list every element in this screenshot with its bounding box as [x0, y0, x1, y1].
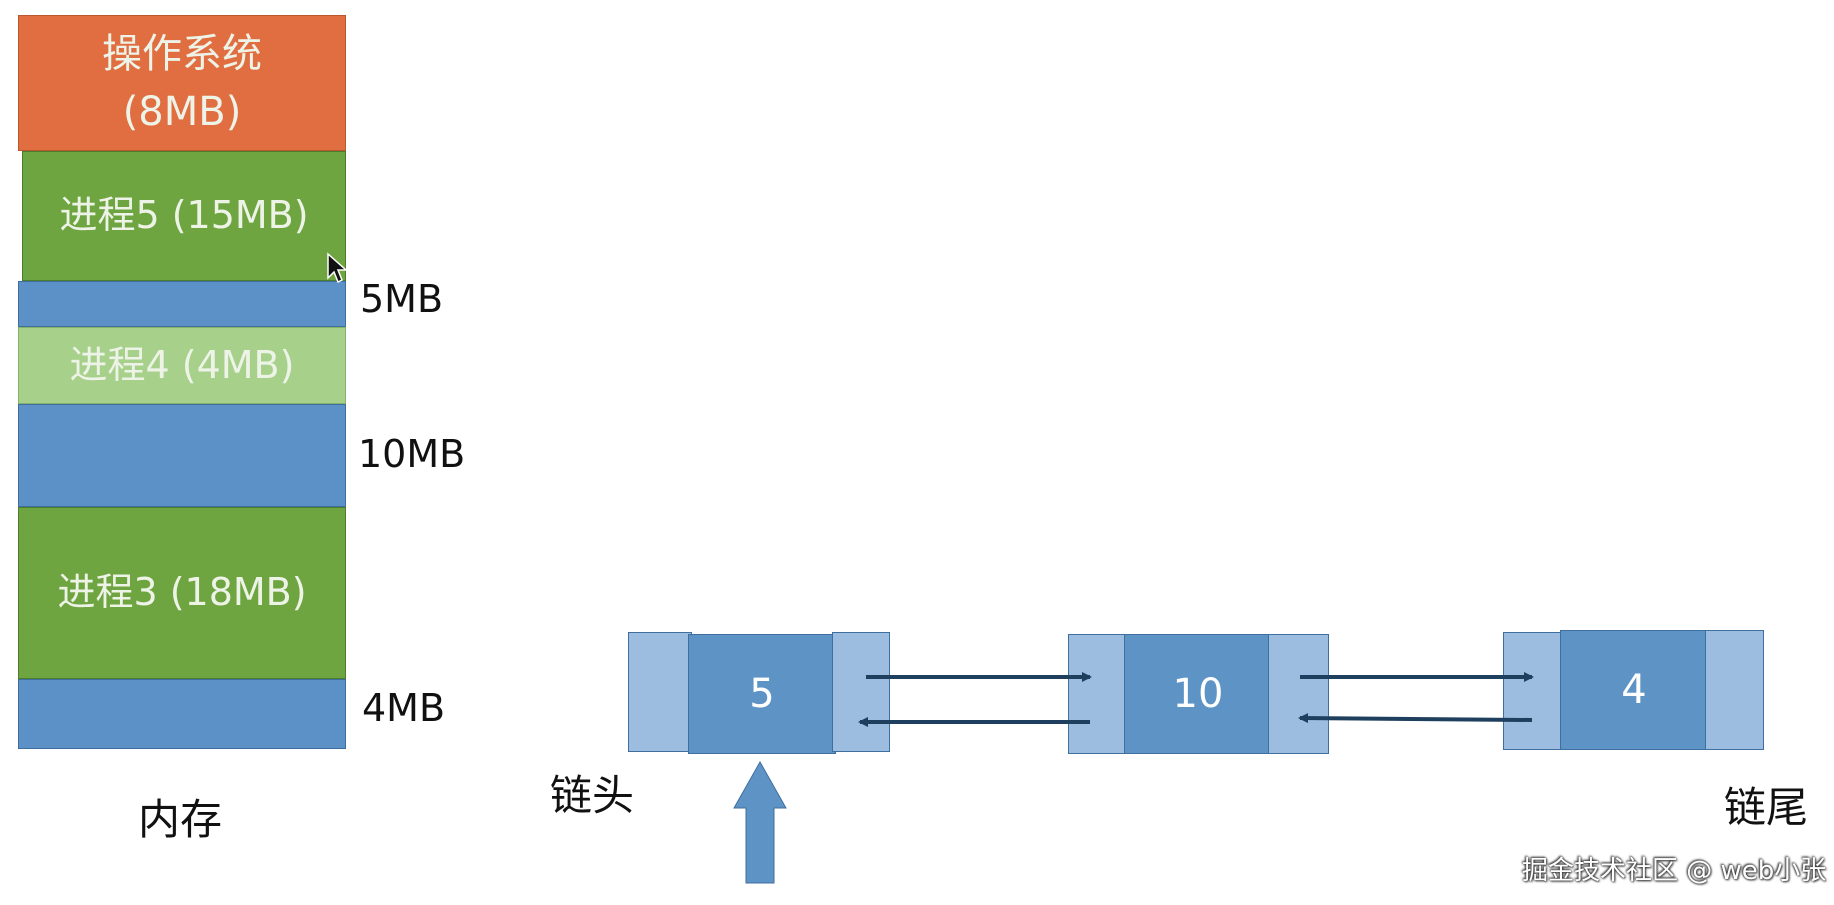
node3-value: 4 — [1621, 667, 1647, 713]
mouse-cursor-icon — [327, 252, 348, 284]
node2-value-cell: 10 — [1124, 634, 1272, 754]
process3-label: 进程3 (18MB) — [57, 570, 307, 615]
list-head-label: 链头 — [550, 771, 635, 820]
node1-value-cell: 5 — [688, 634, 836, 754]
list-tail-label: 链尾 — [1724, 783, 1809, 832]
os-label-line1: 操作系统 — [102, 31, 262, 77]
process4-label: 进程4 (4MB) — [69, 342, 295, 387]
node2-value: 10 — [1172, 671, 1224, 717]
free-size-label-4mb: 4MB — [362, 686, 446, 730]
node1-value: 5 — [749, 671, 775, 717]
process5-label: 进程5 (15MB) — [59, 193, 309, 238]
watermark-text: 掘金技术社区 @ web小张 — [1522, 856, 1827, 886]
node3-prev-pointer — [1503, 632, 1563, 750]
memory-block-free-4mb — [18, 679, 346, 749]
free-size-label-10mb: 10MB — [358, 432, 466, 476]
memory-block-free-10mb — [18, 404, 346, 507]
arrow-node3-to-node2 — [1298, 713, 1533, 724]
memory-block-process4: 进程4 (4MB) — [18, 327, 346, 404]
node2-next-pointer — [1268, 634, 1329, 754]
up-arrow-icon — [733, 760, 787, 884]
node3-next-pointer — [1705, 630, 1764, 750]
memory-block-process5: 进程5 (15MB) — [22, 151, 346, 281]
memory-block-process3: 进程3 (18MB) — [18, 507, 346, 679]
memory-block-free-5mb — [18, 281, 346, 327]
memory-caption: 内存 — [138, 795, 223, 844]
free-size-label-5mb: 5MB — [360, 277, 444, 321]
node3-value-cell: 4 — [1560, 630, 1708, 750]
node1-next-pointer — [832, 632, 890, 752]
memory-block-os: 操作系统 (8MB) — [18, 15, 346, 151]
node2-prev-pointer — [1068, 634, 1128, 754]
os-label-line2: (8MB) — [122, 89, 242, 135]
node1-prev-pointer — [628, 632, 692, 752]
